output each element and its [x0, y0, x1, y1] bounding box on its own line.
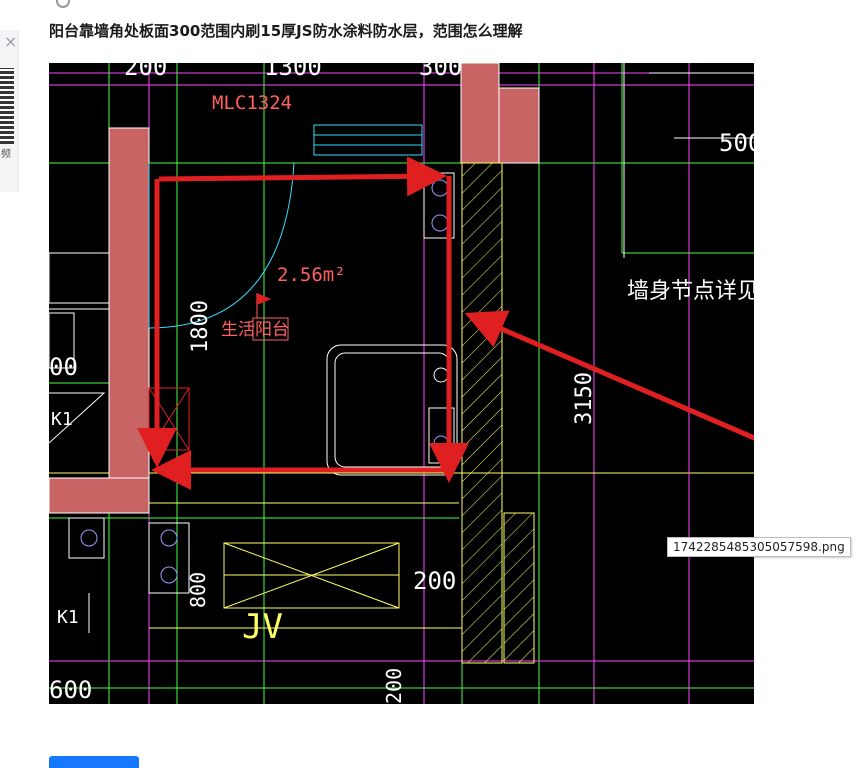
dim-right-vertical: 3150	[572, 372, 597, 425]
question-title: 阳台靠墙角处板面300范围内刷15厚JS防水涂料防水层，范围怎么理解	[49, 22, 523, 40]
red-annotation-arrows	[137, 156, 754, 490]
dim-right-top: 500	[719, 129, 754, 157]
cad-drawing-image[interactable]: 200 1300 300 500 MLC1324 2.56m² 生活 阳台 18…	[49, 63, 754, 704]
dim-top-right: 300	[419, 63, 462, 81]
side-panel-label: 频	[1, 149, 11, 160]
window-label: MLC1324	[212, 92, 292, 114]
label-k1-lower: K1	[57, 607, 79, 628]
area-label: 2.56m²	[277, 264, 346, 286]
cad-window	[148, 124, 423, 329]
dim-top-mid: 1300	[264, 63, 322, 81]
filename-tooltip: 1742285485305057598.png	[667, 537, 851, 557]
cad-walls	[49, 63, 540, 514]
label-jv: JV	[242, 607, 283, 647]
cad-washer	[326, 344, 458, 476]
room-label-b: 阳台	[255, 320, 289, 340]
cad-hatched-wall-lower	[503, 512, 535, 664]
qr-code-icon[interactable]	[0, 68, 14, 144]
room-label-a: 生活	[221, 320, 255, 340]
cad-hatched-wall	[461, 162, 503, 664]
dim-top-left: 200	[124, 63, 167, 81]
room-tag	[252, 293, 289, 341]
dim-bottom-800: 800	[186, 572, 210, 608]
cad-left-walls	[49, 252, 110, 633]
dim-bottom-200: 200	[413, 567, 456, 595]
dim-bottom-left: 600	[49, 676, 92, 704]
label-k1-upper: K1	[51, 409, 73, 430]
dim-bottom-200-vertical: 200	[382, 668, 406, 704]
dim-left-edge: 00	[49, 353, 78, 381]
close-icon[interactable]: ×	[4, 32, 18, 51]
wall-detail-note: 墙身节点详见	[627, 279, 754, 304]
dim-left-vertical: 1800	[188, 300, 213, 353]
refresh-icon	[56, 0, 70, 8]
primary-button[interactable]	[49, 756, 139, 768]
cad-equipment-box	[223, 542, 400, 609]
